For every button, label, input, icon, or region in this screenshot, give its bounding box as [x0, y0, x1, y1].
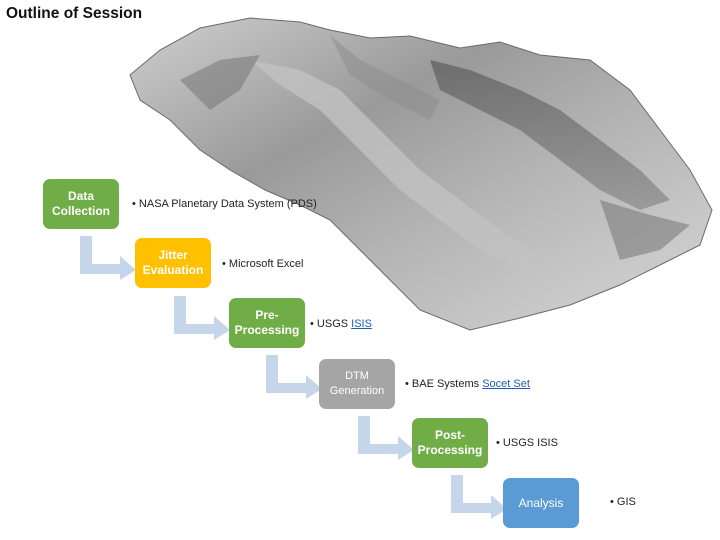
step-label: Analysis — [518, 495, 564, 510]
bent-arrow-icon — [80, 236, 136, 280]
tool-text: • NASA Planetary Data System (PDS) — [132, 198, 317, 210]
step-analysis: Analysis — [503, 478, 579, 528]
step-pre-processing: Pre-Processing — [229, 298, 305, 348]
bent-arrow-icon — [451, 475, 507, 519]
step-label: Data Collection — [51, 189, 110, 218]
tool-text: • USGS ISIS — [310, 318, 372, 330]
bent-arrow-icon — [266, 355, 322, 399]
step-data-collection: Data Collection — [43, 179, 119, 229]
step-label: DTM Generation — [329, 370, 385, 397]
step-label: Post-Processing — [417, 428, 483, 457]
socet-set-link[interactable]: Socet Set — [482, 378, 530, 390]
step-dtm-generation: DTM Generation — [319, 359, 395, 409]
isis-link[interactable]: ISIS — [351, 318, 372, 330]
tool-text: • USGS ISIS — [496, 437, 558, 449]
tool-text: • Microsoft Excel — [222, 258, 304, 270]
tool-text: • BAE Systems Socet Set — [405, 378, 530, 390]
bent-arrow-icon — [174, 296, 230, 340]
bent-arrow-icon — [358, 416, 414, 460]
step-label: Jitter Evaluation — [142, 248, 204, 277]
step-post-processing: Post-Processing — [412, 418, 488, 468]
tool-text: • GIS — [610, 496, 636, 508]
step-jitter-evaluation: Jitter Evaluation — [135, 238, 211, 288]
page-title: Outline of Session — [6, 5, 143, 22]
step-label: Pre-Processing — [234, 308, 300, 337]
